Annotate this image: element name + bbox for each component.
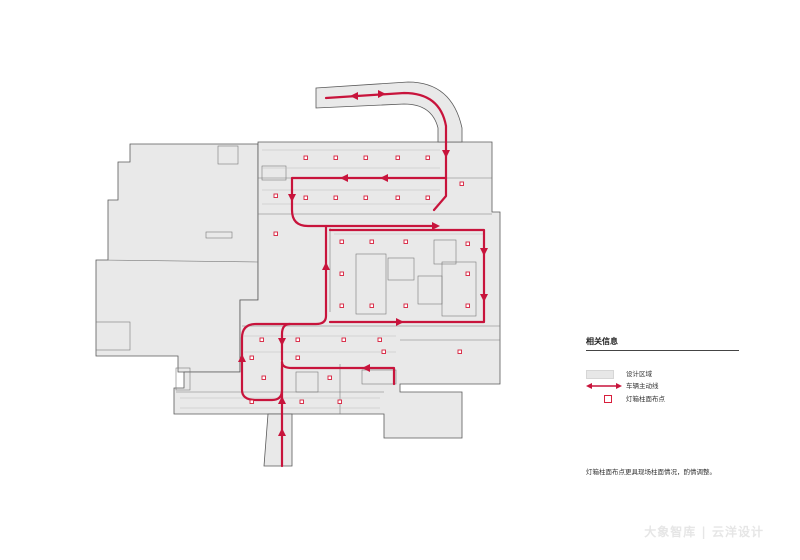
legend-label-vehicle-route: 车辆主动线: [626, 382, 659, 390]
building-footprint: [95, 81, 501, 467]
legend-item-design-area: [586, 368, 614, 380]
lightbox-point-icon: [604, 395, 612, 403]
route-direction-arrows: [238, 90, 488, 436]
route-arrow-icon: [586, 383, 622, 389]
legend-label-lightbox: 灯箱柱面布点: [626, 395, 665, 403]
design-area-swatch: [586, 369, 614, 379]
legend-label-design-area: 设计区域: [626, 370, 652, 378]
legend-divider: [586, 350, 739, 351]
vehicle-main-route: [240, 91, 486, 468]
legend-title: 相关信息: [586, 337, 618, 346]
plan-note: 灯箱柱面布点更具现场柱面情况，酌情调整。: [586, 468, 716, 476]
watermark: 大象智库 | 云洋设计: [644, 525, 764, 539]
lightbox-points: [249, 155, 470, 404]
